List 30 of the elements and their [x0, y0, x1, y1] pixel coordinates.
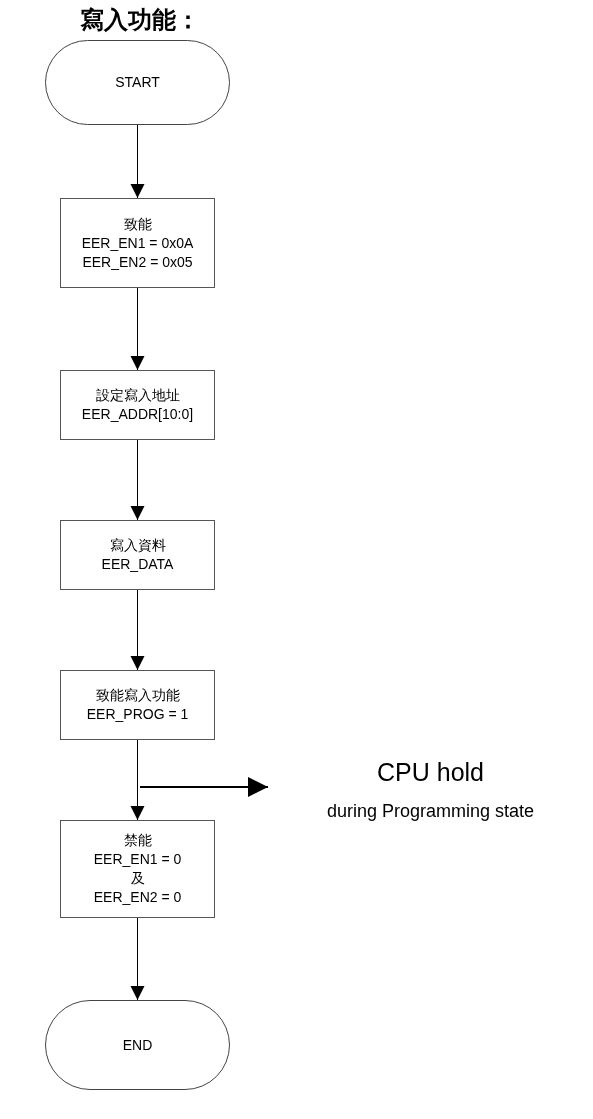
node-text: 致能寫入功能 [95, 686, 180, 705]
node-text: EER_EN1 = 0x0A [81, 233, 194, 253]
node-text: EER_EN2 = 0 [93, 888, 182, 907]
node-text: 及 [130, 869, 145, 888]
arrow [130, 739, 145, 821]
node-text: 寫入資料 [109, 536, 166, 555]
process-box [60, 670, 215, 740]
title: 寫入功能： [80, 5, 200, 35]
node-text: 禁能 [123, 831, 152, 850]
process-box [60, 370, 215, 440]
process-box [60, 520, 215, 590]
arrow [139, 777, 269, 797]
arrow [130, 589, 145, 671]
node-text: EER_EN1 = 0 [93, 850, 182, 869]
arrow [130, 287, 145, 371]
arrow [130, 917, 145, 1001]
process-box [60, 820, 215, 918]
node-text: EER_ADDR[10:0] [81, 405, 194, 424]
node-text: EER_PROG = 1 [86, 705, 189, 724]
arrow [130, 439, 145, 521]
arrow [130, 124, 145, 199]
note-text: during Programming state [326, 800, 535, 823]
node-text: 致能 [123, 214, 152, 234]
node-text: EER_EN2 = 0x05 [82, 252, 193, 272]
process-box [60, 198, 215, 288]
node-text: START [115, 73, 160, 92]
node-text: EER_DATA [101, 555, 174, 574]
node-text: END [122, 1035, 153, 1055]
note-heading: CPU hold [377, 757, 484, 788]
node-text: 設定寫入地址 [95, 386, 180, 405]
